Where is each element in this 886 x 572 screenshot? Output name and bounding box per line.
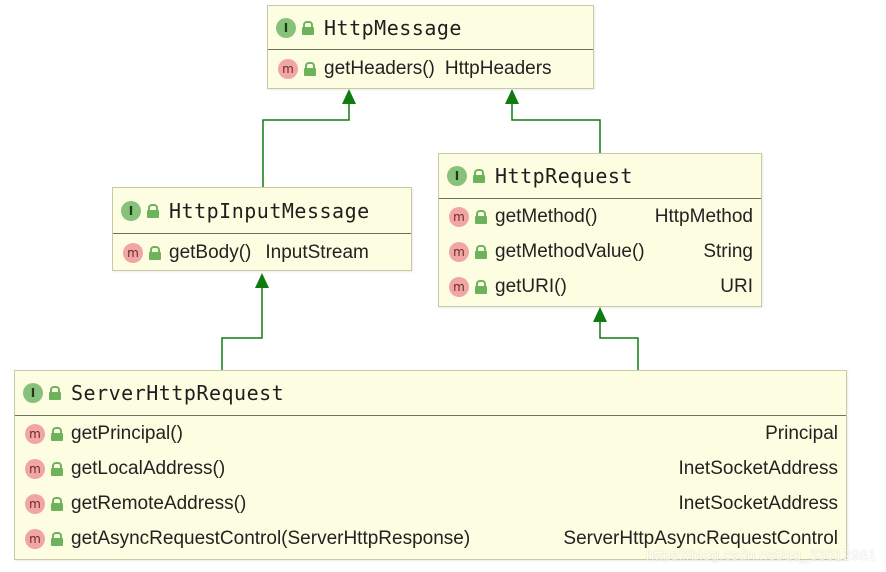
method-row[interactable]: m getURI() URI (439, 269, 761, 304)
method-icon: m (25, 423, 45, 444)
arrowhead-httpmessage-right (505, 89, 519, 104)
class-title: ServerHttpRequest (71, 381, 285, 405)
method-name: getAsyncRequestControl(ServerHttpRespons… (71, 527, 471, 549)
method-icon: m (25, 528, 45, 549)
method-icon: m (449, 276, 469, 297)
arrow-httprequest-to-httpmessage (511, 98, 601, 153)
method-row[interactable]: m getRemoteAddress() InetSocketAddress (15, 486, 846, 521)
method-name: getRemoteAddress() (71, 492, 247, 514)
method-row[interactable]: m getBody() InputStream (113, 234, 411, 271)
method-return-type: InetSocketAddress (678, 457, 838, 479)
class-header: I ServerHttpRequest (15, 371, 846, 416)
interface-icon: I (447, 166, 467, 186)
watermark: https://blog.csdn.net/qq_33012981 (645, 547, 876, 564)
method-row[interactable]: m getPrincipal() Principal (15, 416, 846, 451)
method-return-type: URI (720, 275, 753, 297)
public-lock-icon (147, 203, 159, 218)
arrow-serverhttprequest-to-httpinputmessage (221, 283, 263, 370)
public-lock-icon (149, 245, 161, 260)
method-return-type: HttpHeaders (444, 58, 552, 79)
public-lock-icon (49, 386, 61, 400)
public-lock-icon (304, 62, 316, 76)
arrowhead-httprequest (593, 307, 607, 322)
class-box-httprequest[interactable]: I HttpRequest m getMethod() HttpMethod m… (438, 153, 762, 307)
class-header: I HttpRequest (439, 154, 761, 199)
public-lock-icon (475, 209, 487, 224)
public-lock-icon (475, 244, 487, 259)
class-box-httpmessage[interactable]: I HttpMessage m getHeaders() HttpHeaders (267, 5, 594, 89)
method-name: getPrincipal() (71, 422, 183, 444)
public-lock-icon (473, 169, 485, 183)
method-return-type: String (703, 240, 753, 262)
method-name: getLocalAddress() (71, 457, 226, 479)
method-name: getMethod() (495, 205, 598, 227)
class-title: HttpMessage (324, 15, 462, 40)
method-icon: m (25, 458, 45, 479)
class-title: HttpRequest (495, 164, 633, 188)
arrowhead-httpinputmessage (255, 273, 269, 288)
method-return-type: ServerHttpAsyncRequestControl (563, 527, 838, 549)
class-header: I HttpInputMessage (113, 188, 411, 234)
public-lock-icon (51, 531, 63, 546)
method-icon: m (25, 493, 45, 514)
class-box-httpinputmessage[interactable]: I HttpInputMessage m getBody() InputStre… (112, 187, 412, 271)
public-lock-icon (51, 426, 63, 441)
public-lock-icon (302, 20, 314, 35)
arrowhead-httpmessage-left (342, 89, 356, 104)
method-icon: m (449, 241, 469, 262)
arrow-serverhttprequest-to-httprequest (599, 320, 639, 370)
arrow-httpinputmessage-to-httpmessage (262, 98, 350, 187)
interface-icon: I (276, 17, 296, 38)
method-row[interactable]: m getLocalAddress() InetSocketAddress (15, 451, 846, 486)
public-lock-icon (475, 279, 487, 294)
method-name: getBody() (169, 241, 252, 263)
method-row[interactable]: m getMethod() HttpMethod (439, 199, 761, 234)
method-return-type: InetSocketAddress (678, 492, 838, 514)
public-lock-icon (51, 496, 63, 511)
method-icon: m (278, 59, 298, 79)
interface-icon: I (121, 200, 141, 221)
method-icon: m (449, 206, 469, 227)
public-lock-icon (51, 461, 63, 476)
method-return-type: InputStream (265, 241, 369, 263)
class-header: I HttpMessage (268, 6, 593, 50)
class-title: HttpInputMessage (169, 198, 370, 223)
interface-icon: I (23, 383, 43, 403)
method-name: getMethodValue() (495, 240, 645, 262)
method-name: getHeaders() (324, 58, 435, 79)
method-row[interactable]: m getHeaders() HttpHeaders (268, 50, 593, 88)
method-row[interactable]: m getMethodValue() String (439, 234, 761, 269)
method-return-type: Principal (765, 422, 838, 444)
method-name: getURI() (495, 275, 567, 297)
method-row[interactable]: m getAsyncRequestControl(ServerHttpRespo… (15, 521, 846, 556)
method-return-type: HttpMethod (654, 205, 753, 227)
class-box-serverhttprequest[interactable]: I ServerHttpRequest m getPrincipal() Pri… (14, 370, 847, 560)
method-icon: m (123, 242, 143, 263)
